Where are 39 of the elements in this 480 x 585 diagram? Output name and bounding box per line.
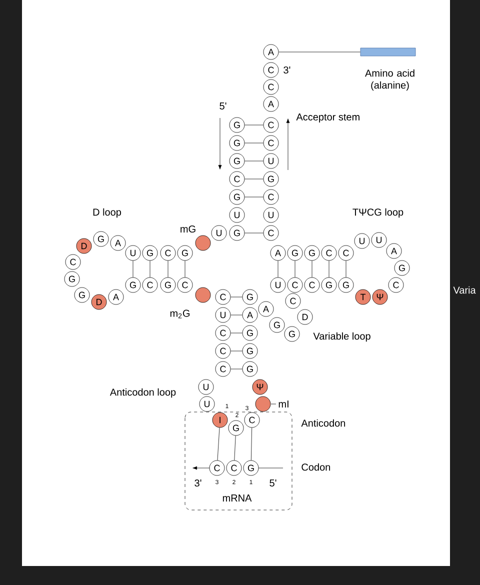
modified-nucleotide-circle — [195, 287, 211, 303]
part-label: Anticodon loop — [110, 388, 176, 398]
base-pair-line — [244, 160, 264, 162]
base-pair-line — [230, 368, 242, 370]
base-pair-line — [244, 196, 264, 198]
base-pair-line — [244, 124, 264, 126]
base-pair-line — [230, 332, 242, 334]
base-pair-line — [294, 260, 296, 278]
part-label: TΨCG loop — [352, 208, 404, 218]
part-label: D loop — [93, 208, 122, 218]
base-pair-line — [244, 178, 264, 180]
amino-acid-label: Amino acid (alanine) — [365, 69, 414, 91]
part-label: Variable loop — [313, 332, 370, 342]
part-label: Varia — [453, 286, 476, 294]
amino-acid-bar — [360, 48, 416, 56]
modification-label: mI — [270, 400, 288, 408]
modified-nucleotide-circle — [255, 396, 271, 412]
part-label: mRNA — [222, 494, 252, 502]
base-pair-line — [244, 142, 264, 144]
base-pair-line — [230, 314, 242, 316]
part-label: 5' — [220, 102, 226, 110]
base-pair-line — [184, 260, 186, 278]
base-pair-line — [217, 428, 220, 461]
part-label: Codon — [302, 463, 330, 471]
base-pair-line — [250, 428, 252, 460]
part-label: Anticodon — [301, 419, 346, 427]
base-pair-line — [230, 350, 242, 352]
base-pair-line — [328, 260, 330, 278]
modified-nucleotide-circle — [195, 235, 211, 251]
base-pair-line — [234, 436, 236, 461]
part-label: Acceptor stem — [296, 114, 360, 122]
modification-label: m$_{2}$G — [170, 310, 190, 318]
base-pair-line — [132, 260, 134, 278]
part-label: 5' — [270, 480, 276, 486]
modification-label: mG — [180, 225, 196, 233]
part-label: 3' — [194, 479, 202, 487]
base-pair-line — [230, 296, 242, 298]
part-label: 3' — [284, 66, 290, 74]
base-pair-line — [244, 232, 264, 234]
